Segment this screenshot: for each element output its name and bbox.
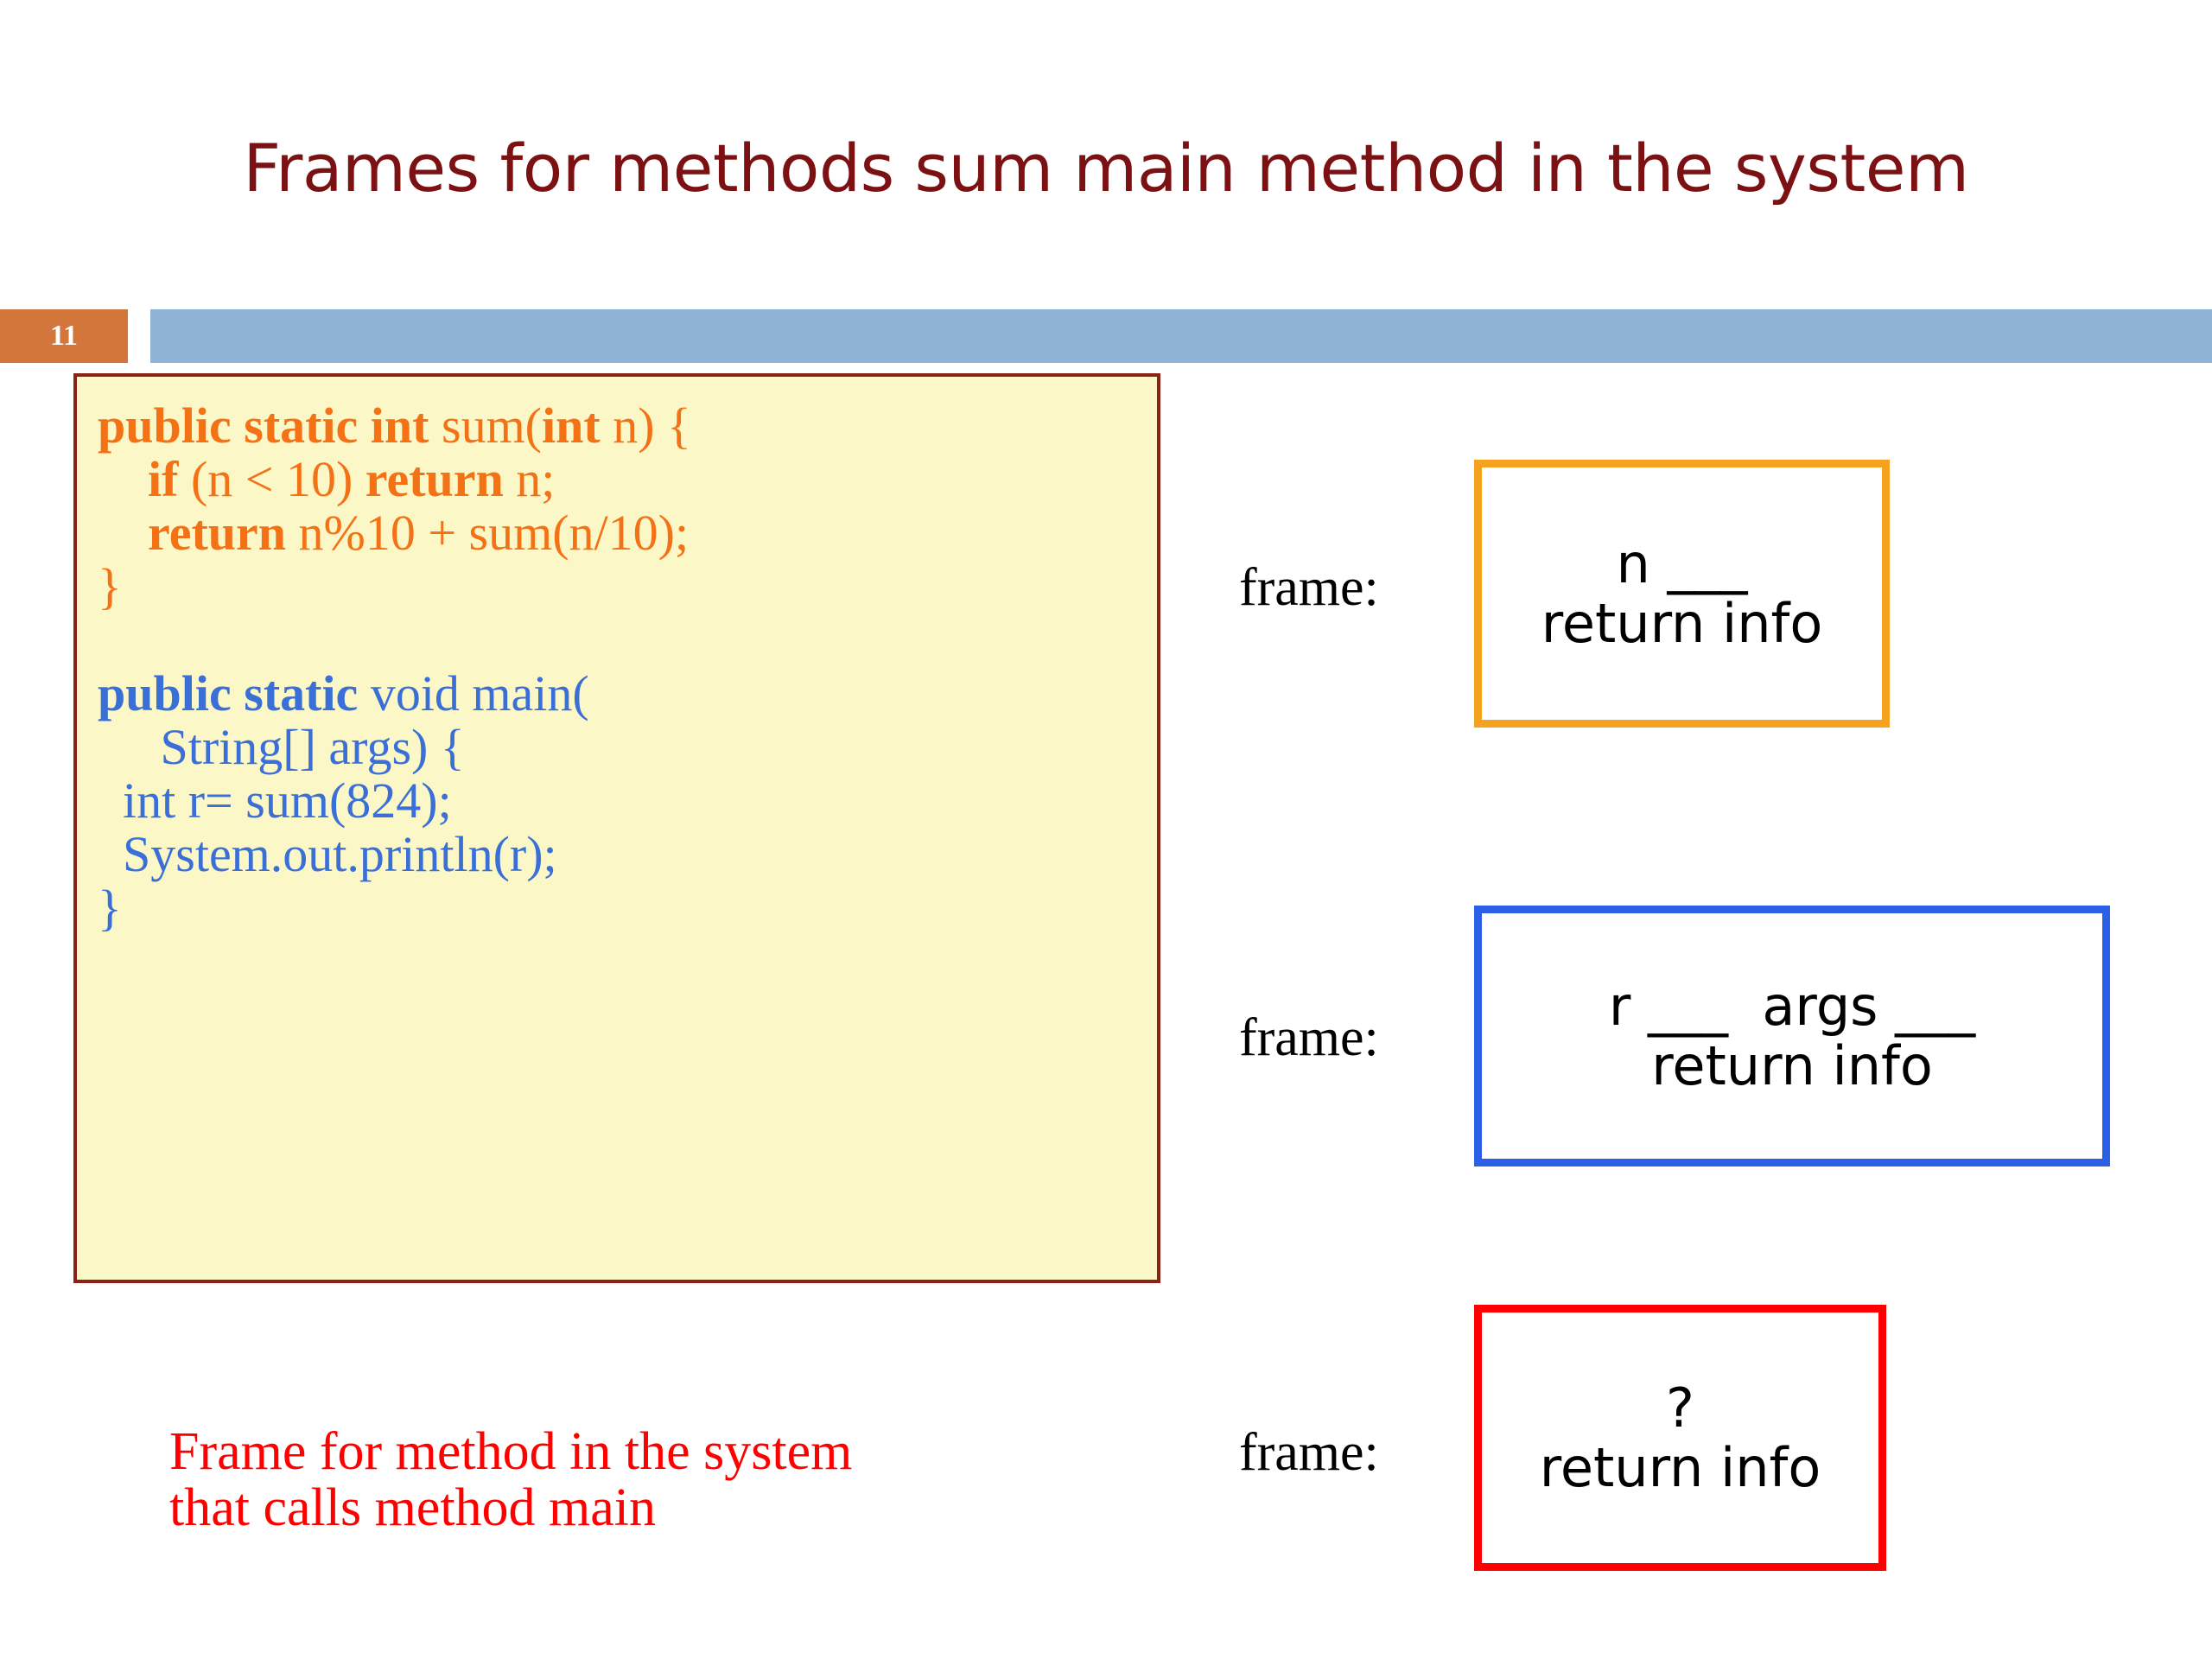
code-text: n) { — [600, 397, 691, 454]
frame-box-main: r ___ args ___ return info — [1474, 906, 2110, 1166]
code-keyword: int — [542, 397, 601, 454]
header-band: 11 — [0, 309, 2212, 363]
caption-line-1: Frame for method in the system — [169, 1422, 853, 1481]
code-line — [98, 613, 1157, 667]
code-keyword: public static int — [98, 397, 442, 454]
code-text: sum( — [442, 397, 542, 454]
code-text — [98, 451, 148, 507]
frame-label-system: frame: — [1239, 1423, 1379, 1482]
code-text: System.out.println(r); — [98, 826, 557, 883]
frame-system-unknown: ? — [1666, 1376, 1694, 1440]
code-line: return n%10 + sum(n/10); — [98, 506, 1157, 560]
code-listing: public static int sum(int n) { if (n < 1… — [98, 397, 1157, 935]
frame-box-sum: n ___ return info — [1474, 460, 1890, 728]
frame-label-main: frame: — [1239, 1008, 1379, 1067]
code-text: n; — [503, 451, 556, 508]
code-line: String[] args) { — [98, 721, 1157, 774]
code-line: if (n < 10) return n; — [98, 453, 1157, 506]
code-text: String[] args) { — [98, 719, 465, 776]
code-panel: public static int sum(int n) { if (n < 1… — [73, 373, 1160, 1283]
frame-main-return-info: return info — [1651, 1034, 1933, 1097]
frame-sum-vars: n ___ — [1616, 531, 1748, 595]
caption-line-2: that calls method main — [169, 1478, 657, 1538]
code-line: public static int sum(int n) { — [98, 397, 1157, 454]
code-line: } — [98, 881, 1157, 935]
page-title: Frames for methods sum main method in th… — [243, 130, 1969, 207]
code-text: } — [98, 880, 122, 937]
code-keyword: if — [148, 451, 179, 508]
code-text: void main( — [370, 665, 589, 722]
code-text: } — [98, 558, 122, 615]
code-text: int r= sum(824); — [98, 772, 452, 830]
code-text: n%10 + sum(n/10); — [286, 505, 690, 562]
frame-main-vars: r ___ args ___ — [1608, 974, 1976, 1038]
code-text: (n < 10) — [178, 451, 365, 508]
frame-sum-return-info: return info — [1541, 592, 1823, 655]
caption-frame-for-system-method: Frame for method in the system that call… — [169, 1422, 1206, 1538]
slide-number-badge: 11 — [0, 309, 128, 363]
code-keyword: return — [148, 505, 287, 562]
code-keyword: public static — [98, 665, 371, 722]
code-line: } — [98, 560, 1157, 613]
frame-label-sum: frame: — [1239, 558, 1379, 617]
code-line: int r= sum(824); — [98, 774, 1157, 828]
header-accent-bar — [150, 309, 2212, 363]
code-line: System.out.println(r); — [98, 828, 1157, 881]
code-keyword: return — [365, 451, 504, 508]
frame-system-return-info: return info — [1539, 1436, 1821, 1499]
code-line: public static void main( — [98, 667, 1157, 721]
code-text — [98, 505, 148, 561]
frame-box-system: ? return info — [1474, 1305, 1886, 1571]
